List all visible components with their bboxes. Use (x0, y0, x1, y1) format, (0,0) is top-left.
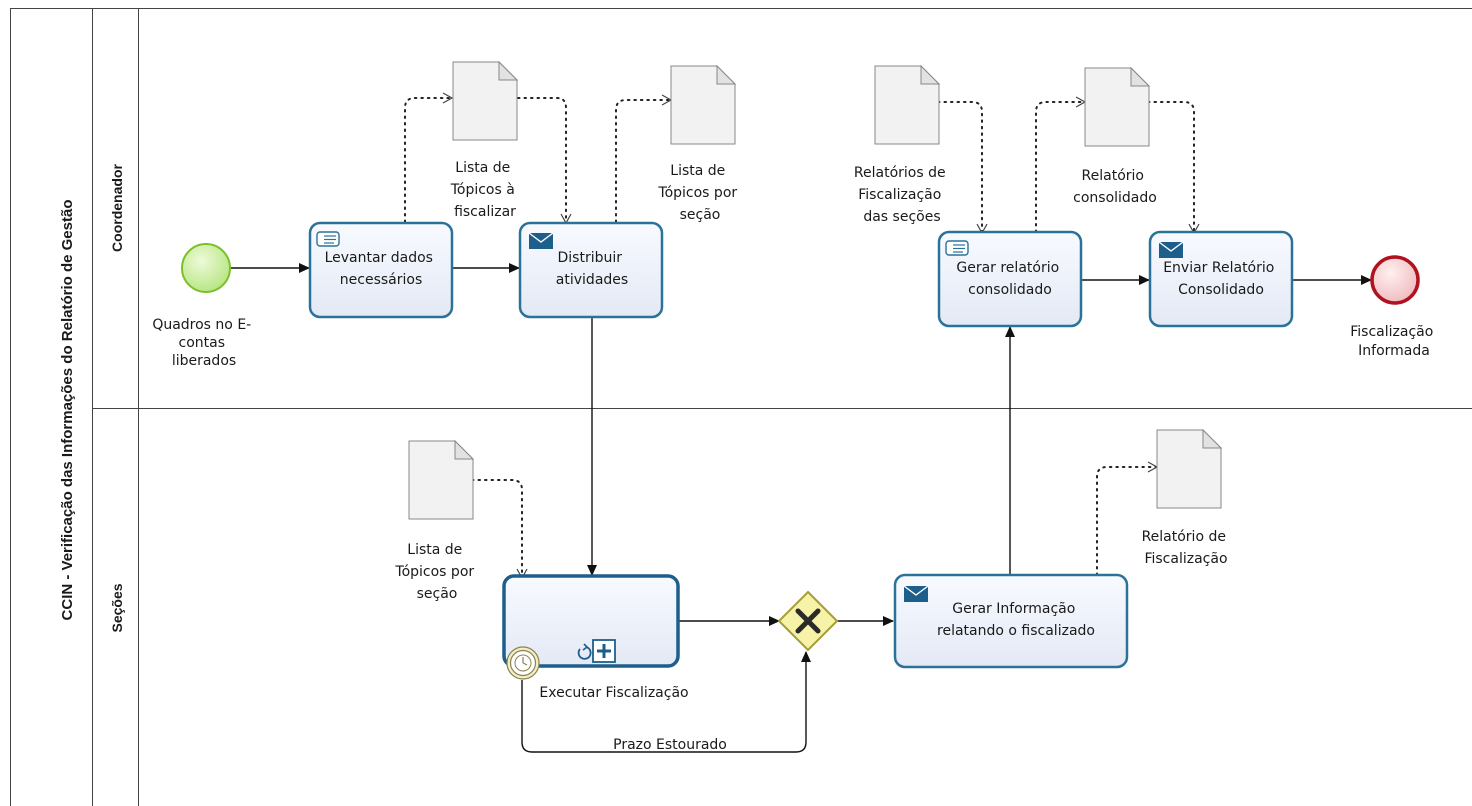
assoc-relatorios-to-consolidado (937, 101, 988, 235)
flow-timer-to-gateway (521, 651, 811, 753)
task-gerar-info-line2: relatando o fiscalizado (937, 623, 1095, 639)
task-gerar-info-line1: Gerar Informação (952, 601, 1075, 617)
svg-text:Levantar dados necessári: Levantar dados necessários (325, 250, 438, 288)
task-gerar-consolidado-line2: consolidado (968, 282, 1052, 298)
loop-icon (577, 643, 592, 660)
doc-label-relatorio-consolidado: Relatório consolidado (1073, 168, 1157, 206)
data-object-relatorio-consolidado (1084, 66, 1151, 147)
task-enviar-line2: Consolidado (1178, 282, 1264, 298)
assoc-relatorio-to-enviar (1147, 101, 1200, 235)
data-associations (404, 92, 1200, 580)
pool: CCIN - Verificação das Informações do Re… (10, 8, 1472, 806)
subprocess-executar-label: Executar Fiscalização (539, 685, 688, 701)
timer-icon[interactable] (506, 646, 540, 680)
data-object-lista-secao-top (670, 64, 737, 145)
task-distribuir-atividades[interactable]: Distribuir atividades (518, 221, 664, 319)
assoc-levantar-to-lista (404, 92, 454, 223)
task-levantar-dados[interactable]: Levantar dados necessários (308, 221, 454, 319)
doc-label-lista-fiscalizar: Lista de Tópicos à fiscalizar (450, 160, 520, 220)
task-gerar-consolidado-line1: Gerar relatório (956, 260, 1059, 276)
end-event-label: Fiscalização Informada (1350, 324, 1438, 359)
task-levantar-line1: Levantar dados (325, 250, 433, 266)
end-event[interactable] (1370, 255, 1420, 305)
pool-title: CCIN - Verificação das Informações do Re… (59, 200, 76, 621)
svg-text:Gerar relatório consolid: Gerar relatório consolidado (956, 260, 1063, 298)
lane-coordenador-title: Coordenador (109, 164, 125, 252)
data-object-relatorio-fiscalizacao (1156, 428, 1223, 509)
sequence-flows: Prazo Estourado (230, 263, 1372, 753)
data-object-relatorios-fiscalizacao (874, 64, 941, 145)
flow-prazo-label: Prazo Estourado (613, 737, 727, 753)
data-object-lista-fiscalizar (452, 60, 519, 141)
doc-label-lista-secao-top: Lista de Tópicos por seção (657, 163, 741, 223)
task-enviar-line1: Enviar Relatório (1163, 260, 1274, 276)
assoc-consolidado-to-relatorio (1035, 96, 1087, 233)
svg-text:Enviar Relatório Consoli: Enviar Relatório Consolidado (1163, 260, 1279, 298)
start-event-label: Quadros no E- contas liberados (152, 317, 255, 369)
doc-label-relatorio-fiscalizacao: Relatório de Fiscalização (1142, 529, 1231, 567)
exclusive-gateway-x-icon (795, 608, 821, 634)
assoc-gerar-info-to-relatorio (1096, 461, 1159, 576)
task-gerar-informacao[interactable]: Gerar Informação relatando o fiscalizado (893, 573, 1129, 669)
task-levantar-line2: necessários (340, 272, 422, 288)
exclusive-gateway[interactable] (777, 590, 839, 652)
subprocess-executar-fiscalizacao[interactable] (502, 574, 680, 680)
doc-label-lista-secao-bottom: Lista de Tópicos por seção (394, 542, 478, 602)
start-event[interactable] (181, 243, 231, 293)
assoc-lista-to-executar (471, 479, 528, 580)
svg-text:Gerar Informação relatan: Gerar Informação relatando o fiscalizado (937, 601, 1095, 639)
task-distribuir-line2: atividades (556, 272, 628, 288)
assoc-lista-to-distribuir (517, 97, 572, 225)
svg-text:Distribuir atividades: Distribuir atividades (556, 250, 628, 288)
subprocess-plus-icon (592, 639, 616, 663)
envelope-icon (903, 585, 929, 602)
lane-secoes-title: Seções (109, 583, 125, 632)
task-enviar-relatorio[interactable]: Enviar Relatório Consolidado (1148, 230, 1294, 328)
envelope-icon (1158, 241, 1184, 258)
envelope-icon (528, 232, 554, 249)
data-object-lista-secao-bottom (408, 439, 475, 520)
task-gerar-relatorio-consolidado[interactable]: Gerar relatório consolidado (937, 230, 1083, 328)
assoc-distribuir-to-lista (615, 94, 673, 223)
task-distribuir-line1: Distribuir (558, 250, 623, 266)
manual-task-icon (316, 231, 340, 247)
doc-label-relatorios-fiscalizacao: Relatórios de Fiscalização das seções (854, 165, 950, 225)
manual-task-icon (945, 240, 969, 256)
